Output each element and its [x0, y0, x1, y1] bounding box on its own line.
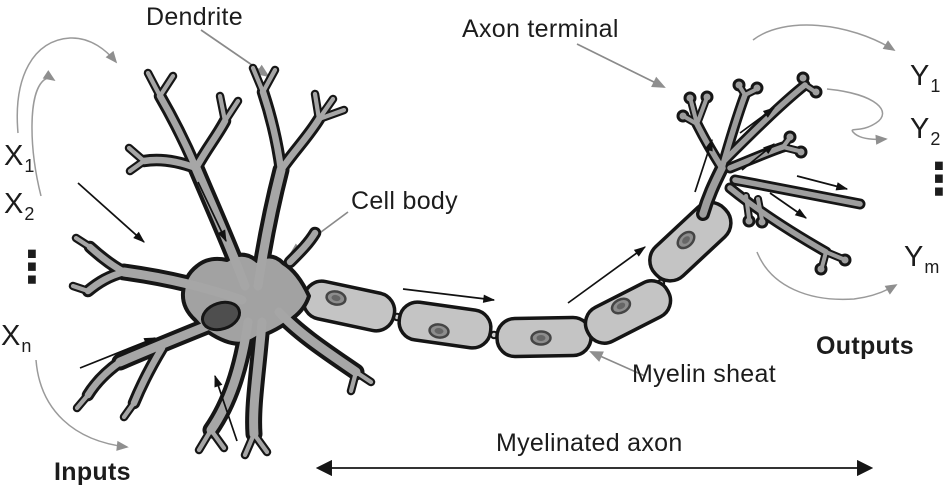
signal-arrow-dendrite-4	[214, 374, 238, 442]
curved-arrow-input-1	[16, 37, 118, 134]
myelin-segment-4	[583, 279, 673, 345]
outputs-label: Outputs	[816, 332, 914, 360]
input-curved-arrows	[16, 37, 129, 451]
inputs-label: Inputs	[54, 458, 131, 486]
signal-arrow-terminal-5	[796, 175, 849, 191]
output-label-y2: Y2	[910, 113, 941, 149]
input-label-x1: X1	[4, 140, 35, 176]
myelinated-axon	[301, 200, 733, 359]
x1-subscript: 1	[24, 156, 35, 176]
signal-arrow-terminal-1	[694, 138, 713, 193]
myelin-nucleus-4	[610, 297, 632, 315]
outputs-ellipsis: ⋮	[917, 154, 947, 205]
input-label-x2: X2	[4, 188, 35, 224]
nucleus	[200, 300, 242, 332]
myelinated-axon-label: Myelinated axon	[496, 429, 683, 457]
myelin-segment-1	[301, 279, 397, 333]
curved-arrow-output-1	[752, 24, 896, 51]
signal-arrow-dendrite-2	[197, 181, 227, 243]
xn-base: X	[1, 320, 21, 352]
x1-base: X	[4, 140, 24, 172]
output-label-ym: Ym	[904, 241, 940, 277]
myelin-nucleus-5	[676, 230, 696, 250]
input-label-xn: Xn	[1, 320, 32, 356]
signal-arrow-dendrite-3	[79, 337, 157, 369]
ym-base: Y	[904, 241, 924, 273]
curved-arrow-input-2	[31, 70, 56, 197]
cell-body-label: Cell body	[351, 187, 458, 215]
signal-arrow-dendrite-1	[77, 182, 145, 243]
axon-terminal-label: Axon terminal	[462, 15, 619, 43]
curved-arrow-output-2	[826, 88, 888, 145]
axon-terminal-pointer-arrow	[576, 43, 666, 88]
myelin-nucleus-2	[428, 323, 450, 339]
y1-base: Y	[910, 60, 930, 92]
signal-arrow-terminal-3	[741, 143, 775, 171]
myelin-sheath-label: Myelin sheat	[632, 360, 776, 388]
myelin-sheath-pointer-arrow	[589, 351, 646, 377]
myelin-nucleus-3	[530, 330, 552, 346]
curved-arrow-output-m	[756, 251, 898, 301]
y2-subscript: 2	[930, 129, 941, 149]
signal-arrow-terminal-2	[739, 107, 775, 134]
y2-base: Y	[910, 113, 930, 145]
myelin-nucleus-1	[325, 290, 347, 306]
curved-arrow-input-n	[35, 359, 129, 451]
x2-base: X	[4, 188, 24, 220]
y1-subscript: 1	[930, 76, 941, 96]
dendrite-tree	[73, 68, 371, 455]
axon-terminal-tree	[676, 71, 860, 276]
signal-arrows	[77, 107, 849, 442]
inputs-ellipsis: ⋮	[10, 242, 54, 293]
output-label-y1: Y1	[910, 60, 941, 96]
ym-subscript: m	[924, 257, 940, 277]
output-curved-arrows	[752, 24, 898, 301]
signal-arrow-axon-2	[567, 246, 646, 304]
x2-subscript: 2	[24, 204, 35, 224]
signal-arrow-axon-1	[402, 288, 496, 303]
xn-subscript: n	[21, 336, 32, 356]
signal-arrow-terminal-4	[769, 192, 807, 219]
dendrite-label: Dendrite	[146, 3, 243, 31]
